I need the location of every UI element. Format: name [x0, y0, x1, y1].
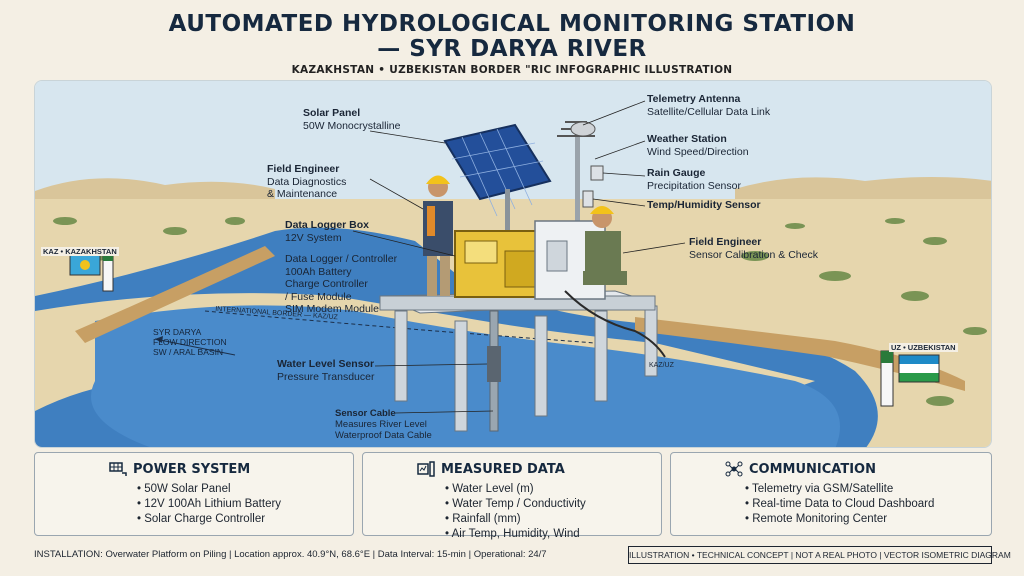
platform-piles: [394, 305, 658, 432]
list-item: Solar Charge Controller: [137, 512, 339, 527]
logger-item: 100Ah Battery: [285, 265, 352, 278]
flow-arrow-head: [155, 336, 163, 343]
footer-installation-info: INSTALLATION: Overwater Platform on Pili…: [34, 549, 547, 560]
river-line-1: SYR DARYA: [153, 327, 202, 337]
pillar-uz-top: [881, 351, 893, 363]
river-line-2: FLOW DIRECTION: [153, 337, 227, 347]
list-item: Remote Monitoring Center: [745, 512, 977, 527]
river-bank-right: [635, 317, 965, 391]
page-subtitle: KAZAKHSTAN • UZBEKISTAN BORDER "RIC INFO…: [291, 64, 733, 76]
label-river-flow: SYR DARYA FLOW DIRECTION SW / ARAL BASIN: [153, 327, 227, 357]
label-engineer1-sub1: Data Diagnostics: [267, 175, 347, 188]
river-line-3: SW / ARAL BASIN: [153, 347, 224, 357]
list-item: Real-time Data to Cloud Dashboard: [745, 497, 977, 512]
field-engineer-1: [423, 175, 453, 296]
label-temp-title: Temp/Humidity Sensor: [647, 199, 761, 211]
gauge-monitor-icon: [417, 461, 435, 477]
label-engineer1-title: Field Engineer: [267, 163, 340, 175]
label-water-title: Water Level Sensor: [277, 358, 375, 370]
label-weather-station: Weather Station Wind Speed/Direction: [647, 133, 749, 158]
title-line-2: — SYR DARYA RIVER: [377, 36, 647, 62]
list-item: Telemetry via GSM/Satellite: [745, 482, 977, 497]
panel-measured-data: MEASURED DATA Water Level (m) Water Temp…: [362, 452, 662, 540]
platform-edge: [379, 295, 656, 311]
label-antenna-title: Telemetry Antenna: [647, 93, 741, 105]
label-cable-title: Sensor Cable: [335, 408, 396, 419]
list-item: Water Level (m): [445, 482, 647, 497]
label-cable-sub2: Waterproof Data Cable: [335, 430, 432, 441]
list-item: Air Temp, Humidity, Wind: [445, 527, 647, 542]
label-field-engineer-1: Field Engineer Data Diagnostics & Mainte…: [267, 163, 346, 201]
sensor-cable: [564, 290, 666, 358]
panel-power-system: POWER SYSTEM 50W Solar Panel 12V 100Ah L…: [34, 452, 354, 536]
label-water-sub: Pressure Transducer: [277, 370, 375, 383]
label-data-logger: Data Logger Box 12V System: [285, 219, 369, 244]
border-line: [204, 310, 596, 344]
network-icon: [725, 461, 743, 477]
label-telemetry-antenna: Telemetry Antenna Satellite/Cellular Dat…: [647, 93, 770, 118]
data-logger-box: [454, 230, 546, 298]
label-antenna-sub: Satellite/Cellular Data Link: [647, 105, 771, 118]
label-solar-sub: 50W Monocrystalline: [303, 119, 401, 132]
label-logger-items: Data Logger / Controller 100Ah Battery C…: [285, 253, 397, 316]
label-logger-sub: 12V System: [285, 231, 342, 244]
label-temp-humidity: Temp/Humidity Sensor: [647, 199, 761, 212]
page-title: AUTOMATED HYDROLOGICAL MONITORING STATIO…: [0, 12, 1024, 62]
label-rain-gauge: Rain Gauge Precipitation Sensor: [647, 167, 741, 192]
list-item: Rainfall (mm): [445, 512, 647, 527]
label-weather-title: Weather Station: [647, 133, 727, 145]
logger-item: / Fuse Module: [285, 290, 352, 303]
list-item: Water Temp / Conductivity: [445, 497, 647, 512]
flag-uzbekistan: [898, 354, 940, 383]
logger-item: SIM Modem Module: [285, 303, 379, 315]
solar-panel: [443, 123, 552, 259]
leader-lines: [352, 100, 686, 414]
label-rain-sub: Precipitation Sensor: [647, 179, 741, 192]
label-sensor-cable: Sensor Cable Measures River Level Waterp…: [335, 408, 432, 441]
panel-comm-title: COMMUNICATION: [749, 461, 876, 477]
label-weather-sub: Wind Speed/Direction: [647, 145, 749, 158]
label-engineer2-sub: Sensor Calibration & Check: [689, 248, 818, 261]
panel-data-title: MEASURED DATA: [441, 461, 565, 477]
sensor-mast: [557, 121, 604, 296]
flow-arrow: [154, 338, 236, 356]
label-rain-title: Rain Gauge: [647, 167, 706, 179]
river-bank-left: [75, 246, 275, 343]
data-list: Water Level (m) Water Temp / Conductivit…: [445, 482, 647, 542]
scene-illustration: [35, 81, 991, 447]
label-water-level-sensor: Water Level Sensor Pressure Transducer: [277, 358, 374, 383]
label-engineer2-title: Field Engineer: [689, 236, 762, 248]
battery-unit: [546, 240, 568, 272]
label-solar-title: Solar Panel: [303, 107, 361, 119]
label-solar-panel: Solar Panel 50W Monocrystalline: [303, 107, 400, 132]
list-item: 12V 100Ah Lithium Battery: [137, 497, 339, 512]
power-list: 50W Solar Panel 12V 100Ah Lithium Batter…: [137, 482, 339, 527]
label-flag-uzbekistan: UZ • UZBEKISTAN: [889, 343, 958, 352]
label-logger-title: Data Logger Box: [285, 219, 370, 231]
pressure-transducer: [487, 346, 501, 382]
station-scene: Solar Panel 50W Monocrystalline Field En…: [34, 80, 992, 448]
label-engineer1-sub2: & Maintenance: [267, 188, 338, 200]
solar-power-icon: [109, 462, 127, 476]
logger-item: Data Logger / Controller: [285, 253, 398, 265]
list-item: 50W Solar Panel: [137, 482, 339, 497]
panel-communication: COMMUNICATION Telemetry via GSM/Satellit…: [670, 452, 992, 536]
panel-power-title: POWER SYSTEM: [133, 461, 251, 477]
flag-kaz-sun: [80, 260, 90, 270]
title-line-1: AUTOMATED HYDROLOGICAL MONITORING STATIO…: [168, 11, 856, 37]
label-flag-kazakhstan: KAZ • KAZAKHSTAN: [41, 247, 119, 256]
label-pillar-mark: KAZ/UZ: [649, 362, 674, 369]
footer-disclaimer: ILLUSTRATION • TECHNICAL CONCEPT | NOT A…: [628, 546, 1011, 564]
label-field-engineer-2: Field Engineer Sensor Calibration & Chec…: [689, 236, 818, 261]
comm-list: Telemetry via GSM/Satellite Real-time Da…: [745, 482, 977, 527]
field-engineer-2: [583, 206, 627, 285]
pillar-kaz-top: [103, 251, 113, 261]
logger-item: Charge Controller: [285, 278, 368, 290]
label-cable-sub1: Measures River Level: [335, 419, 427, 430]
